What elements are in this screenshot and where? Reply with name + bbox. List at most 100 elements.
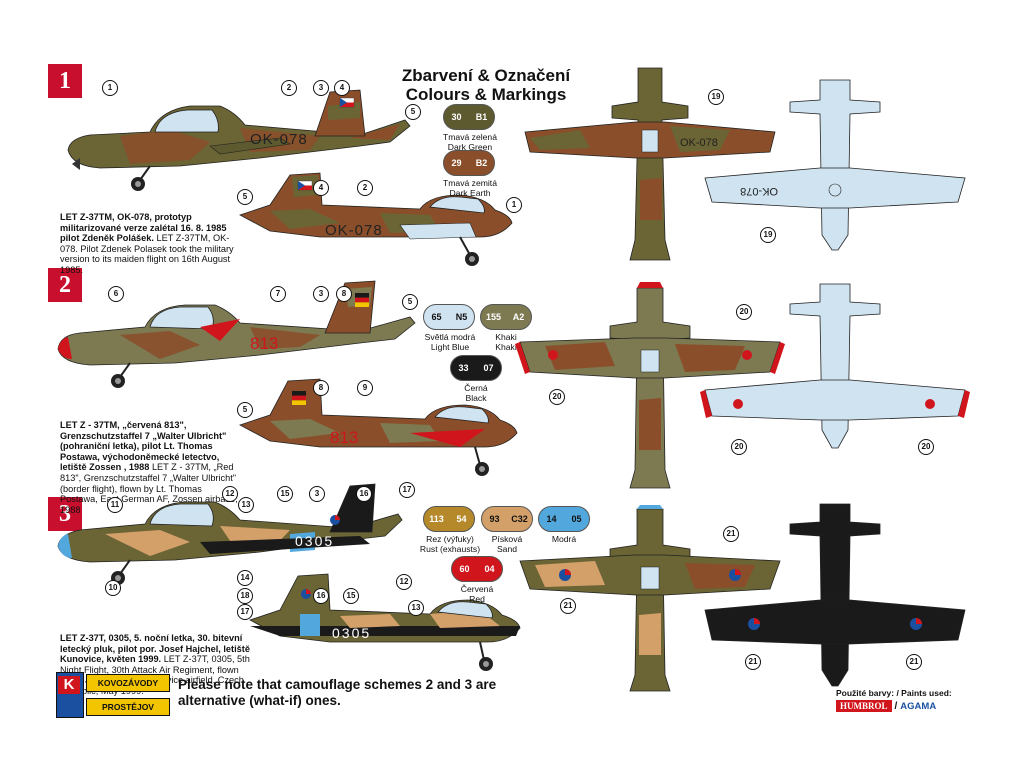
callout-4: 4 (334, 80, 350, 96)
registration-s1-bottom: OK-078 (325, 222, 383, 239)
callout-3: 3 (313, 80, 329, 96)
callout-17: 17 (237, 604, 253, 620)
callout-5: 5 (237, 402, 253, 418)
color-name-en: Khaki (495, 342, 517, 352)
color-chip-sand: 93 C32 (481, 506, 533, 532)
callout-19: 19 (708, 89, 724, 105)
callout-21: 21 (723, 526, 739, 542)
registration-s1-under: OK-078 (740, 185, 778, 197)
color-name-cz: Tmavá zelená (443, 132, 497, 142)
color-name-cz: Červená (460, 584, 494, 594)
color-name-en: Rust (exhausts) (419, 544, 481, 554)
callout-2: 2 (281, 80, 297, 96)
callout-20: 20 (731, 439, 747, 455)
callout-21: 21 (906, 654, 922, 670)
page-title: Zbarvení & Označení Colours & Markings (396, 66, 576, 104)
chip-code: B2 (475, 158, 488, 168)
callout-20: 20 (549, 389, 565, 405)
caption-1-plain: LET Z-37TM, OK-078. Pilot Zdenek Polasek… (60, 233, 234, 275)
callout-5: 5 (405, 104, 421, 120)
color-name-cz: Černá (464, 383, 488, 393)
chip-code: 33 (458, 363, 469, 373)
color-name-en: Sand (496, 544, 518, 554)
chip-code: 54 (456, 514, 467, 524)
scheme2-side-view-bottom: 813 (238, 378, 518, 476)
color-name-en: Light Blue (430, 342, 470, 352)
title-en: Colours & Markings (405, 85, 567, 104)
logo-letter: K (58, 676, 80, 694)
color-name-en: Black (465, 393, 487, 403)
chip-code: 155 (485, 312, 502, 322)
color-label-dark-green: Tmavá zelená Dark Green (430, 132, 510, 152)
caption-scheme-2: LET Z - 37TM, „červená 813", Grenzschutz… (60, 420, 240, 515)
chip-code: C32 (511, 514, 528, 524)
callout-16: 16 (313, 588, 329, 604)
caption-3-bold: LET Z-37T, 0305, 5. noční letka, 30. bit… (60, 633, 250, 665)
callout-5: 5 (402, 294, 418, 310)
brand-agama: AGAMA (900, 700, 937, 712)
color-name-cz: Světlá modrá (424, 332, 476, 342)
color-name-cz: Rez (výfuky) (426, 534, 474, 544)
callout-20: 20 (918, 439, 934, 455)
chip-code: 29 (451, 158, 462, 168)
callout-16: 16 (356, 486, 372, 502)
callout-21: 21 (745, 654, 761, 670)
chip-code: 30 (451, 112, 462, 122)
color-chip-light-blue: 65 N5 (423, 304, 475, 330)
callout-14: 14 (237, 570, 253, 586)
scheme-number-1: 1 (48, 64, 82, 98)
color-chip-khaki: 155 A2 (480, 304, 532, 330)
registration-s3-top: 0305 (295, 533, 334, 549)
callout-17: 17 (399, 482, 415, 498)
chip-code: 07 (483, 363, 494, 373)
brand-humbrol: HUMBROL (836, 700, 892, 712)
footer-note: Please note that camouflage schemes 2 an… (178, 677, 497, 708)
color-label-blue: Modrá (524, 534, 604, 544)
caption-2-plain: LET Z - 37TM, „Red 813", Grenzschutzstaf… (60, 462, 238, 515)
callout-19: 19 (760, 227, 776, 243)
callout-2: 2 (357, 180, 373, 196)
scheme2-bottom-view (700, 283, 970, 449)
callout-20: 20 (736, 304, 752, 320)
paints-brands: HUMBROL / AGAMA (836, 700, 936, 712)
color-label-khaki: Khaki Khaki (466, 332, 546, 352)
callout-12: 12 (396, 574, 412, 590)
callout-8: 8 (336, 286, 352, 302)
callout-18: 18 (237, 588, 253, 604)
color-label-rust: Rez (výfuky) Rust (exhausts) (410, 534, 490, 554)
brand-separator: / (894, 700, 898, 712)
color-label-black: Černá Black (436, 383, 516, 403)
chip-code: N5 (455, 312, 468, 322)
chip-code: A2 (512, 312, 525, 322)
color-name-en: Red (469, 594, 485, 604)
logo-top-text: KOVOZÁVODY (86, 674, 170, 692)
color-chip-dark-earth: 29 B2 (443, 150, 495, 176)
paints-used-label: Použité barvy: / Paints used: (836, 688, 952, 698)
logo-bottom-text: PROSTĚJOV (86, 698, 170, 716)
scheme-number-3: 3 (48, 497, 82, 531)
callout-11: 11 (107, 497, 123, 513)
chip-code: 93 (489, 514, 500, 524)
title-cz: Zbarvení & Označení (401, 66, 571, 85)
scheme-number-2: 2 (48, 268, 82, 302)
color-chip-black: 33 07 (450, 355, 502, 381)
scheme3-top-view (519, 505, 781, 692)
scheme1-bottom-view: OK-078 (704, 79, 966, 251)
callout-6: 6 (108, 286, 124, 302)
chip-code: 113 (429, 514, 444, 524)
callout-1: 1 (506, 197, 522, 213)
caption-scheme-1: LET Z-37TM, OK-078, prototyp militarizov… (60, 212, 240, 276)
color-label-dark-earth: Tmavá zemitá Dark Earth (430, 178, 510, 198)
chip-code: 65 (431, 312, 442, 322)
color-name-cz: Písková (491, 534, 523, 544)
scheme3-bottom-view (704, 503, 966, 687)
callout-3: 3 (309, 486, 325, 502)
callout-12: 12 (222, 486, 238, 502)
caption-2-bold: LET Z - 37TM, „červená 813", Grenzschutz… (60, 420, 227, 473)
color-name-en: Dark Earth (449, 188, 491, 198)
callout-4: 4 (313, 180, 329, 196)
callout-7: 7 (270, 286, 286, 302)
